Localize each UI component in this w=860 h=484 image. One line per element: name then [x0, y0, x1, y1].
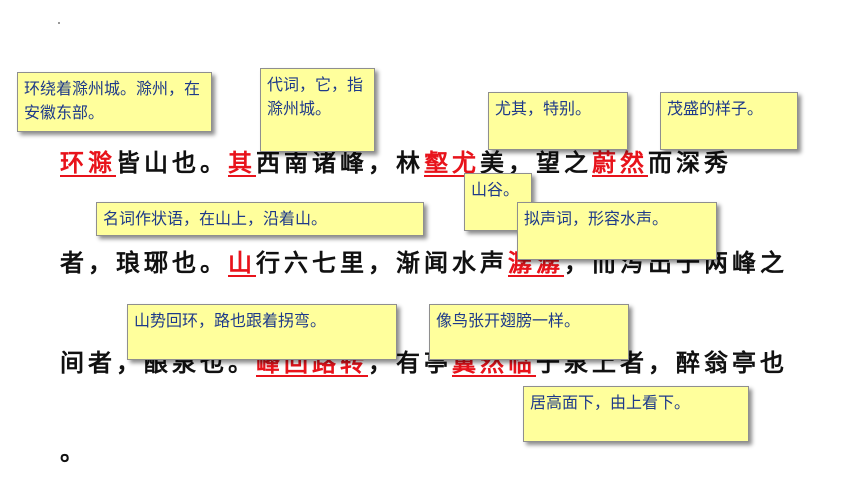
- text-segment: 美，望之: [480, 148, 592, 177]
- note-shan-xing: 名词作状语，在山上，沿着山。: [96, 202, 424, 236]
- note-you: 尤其，特别。: [488, 92, 628, 150]
- decorative-dot: [58, 22, 60, 24]
- highlighted-term: 其: [228, 148, 256, 177]
- text-line-1: 环滁皆山也。其西南诸峰，林壑尤美，望之蔚然而深秀: [60, 143, 732, 183]
- text-segment: 。: [60, 437, 88, 466]
- highlighted-term: 壑尤: [424, 148, 480, 177]
- note-qi: 代词，它，指滁州城。: [260, 68, 375, 152]
- text-line-3: 间者，酿泉也。峰回路转，有亭翼然临于泉上者，醉翁亭也: [60, 343, 788, 383]
- text-segment: 西南诸峰，林: [256, 148, 424, 177]
- note-lin: 居高面下，由上看下。: [523, 386, 749, 442]
- highlighted-term: 蔚然: [592, 148, 648, 177]
- text-segment: 者，琅琊也。: [60, 248, 228, 277]
- text-segment: 行六七里，渐闻水声: [256, 248, 508, 277]
- note-huan-chu: 环绕着滁州城。滁州，在安徽东部。: [17, 72, 212, 132]
- note-yi-ran: 像鸟张开翅膀一样。: [429, 304, 629, 360]
- text-line-2: 者，琅琊也。山行六七里，渐闻水声潺潺，而泻出于两峰之: [60, 243, 788, 283]
- highlighted-term: 环滁: [60, 148, 116, 177]
- note-chan-chan: 拟声词，形容水声。: [517, 202, 717, 260]
- highlighted-term: 山: [228, 248, 256, 277]
- note-wei-ran: 茂盛的样子。: [660, 92, 798, 150]
- text-line-4: 。: [60, 432, 88, 472]
- text-segment: 而深秀: [648, 148, 732, 177]
- text-segment: 皆山也。: [116, 148, 228, 177]
- note-feng-hui: 山势回环，路也跟着拐弯。: [127, 304, 397, 360]
